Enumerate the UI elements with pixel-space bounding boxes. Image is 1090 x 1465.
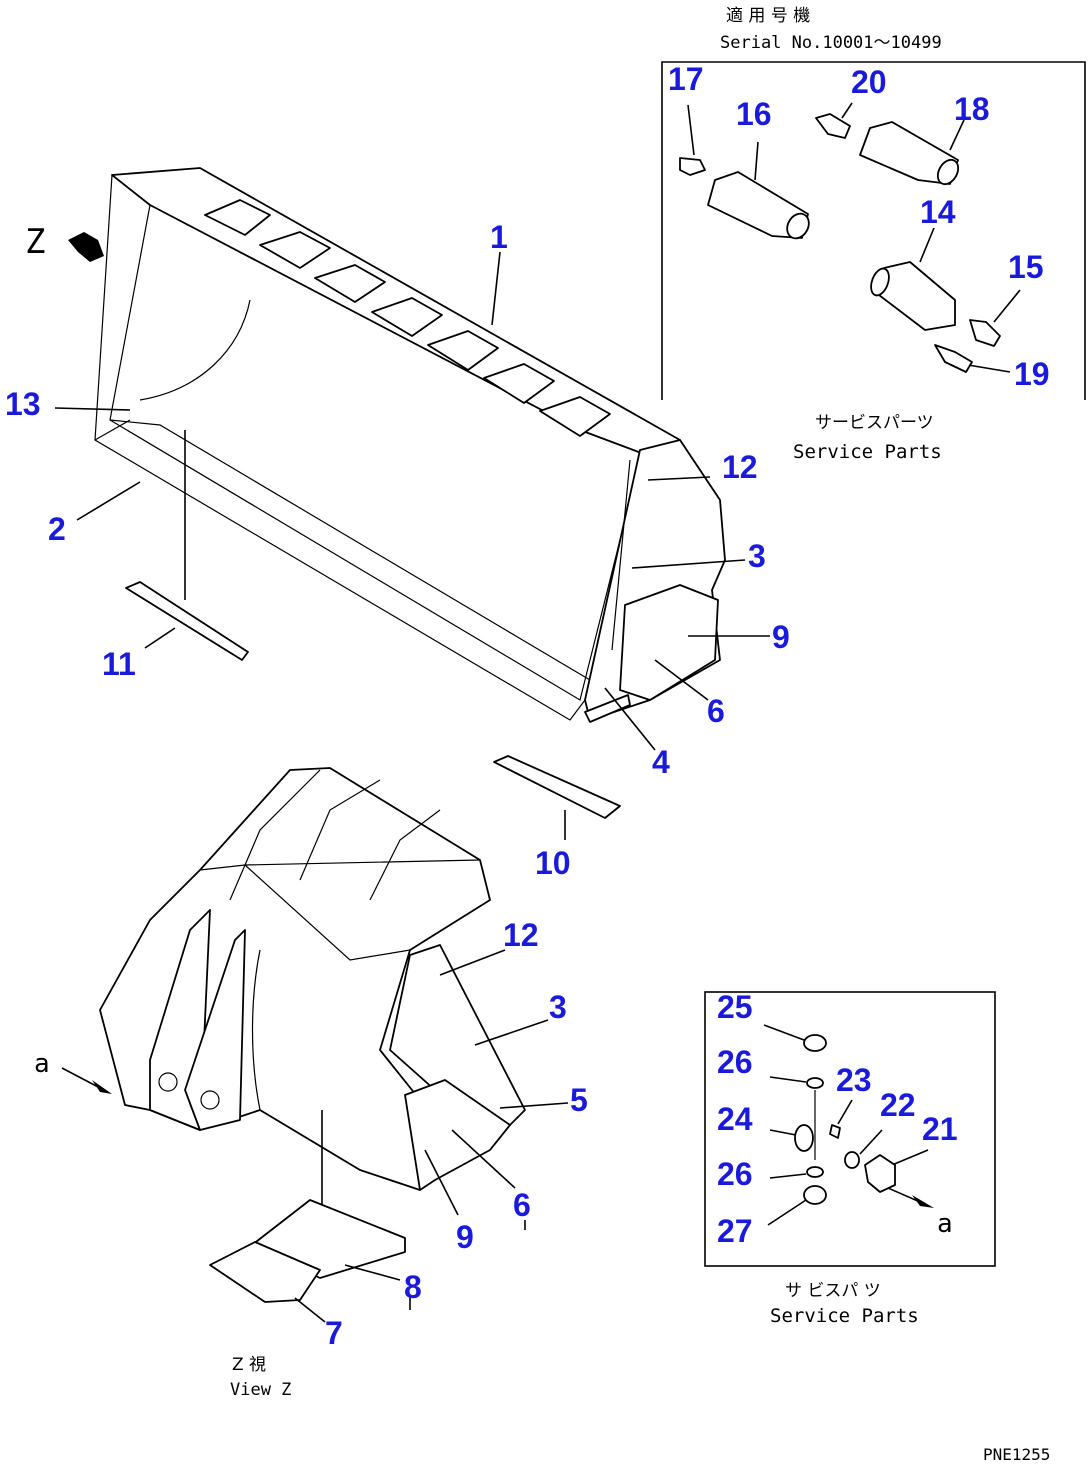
part-25-cap: [763, 1024, 827, 1052]
callout-5: 5: [570, 1082, 588, 1118]
leader-lines: [54, 251, 770, 1323]
view-caption-jp: Z 視: [232, 1355, 266, 1375]
service-parts-frame-top: [661, 61, 1086, 400]
serial-number: Serial No.10001～10499: [720, 33, 942, 53]
part-23-clip: [829, 1099, 853, 1139]
callout-27: 27: [717, 1213, 753, 1249]
callout-26-b: 26: [717, 1156, 753, 1192]
callout-9-top: 9: [772, 619, 790, 655]
callout-7: 7: [325, 1315, 343, 1351]
callout-4: 4: [652, 744, 670, 780]
callout-6-top: 6: [707, 693, 725, 729]
part-26-washer-b: [769, 1166, 824, 1179]
callout-16: 16: [736, 96, 772, 132]
part-7-plate: [209, 1241, 321, 1303]
callout-12-bottom: 12: [503, 917, 539, 953]
callout-18: 18: [954, 91, 990, 127]
part-10-cutting-edge: [493, 755, 621, 819]
callout-15: 15: [1008, 249, 1044, 285]
part-26-washer-a: [769, 1076, 824, 1089]
part-22-washer: [844, 1129, 883, 1169]
tooth-row: [204, 199, 611, 437]
callout-13: 13: [5, 386, 41, 422]
part-20-bolt: [815, 102, 853, 139]
part-14-pin: [870, 227, 956, 331]
callout-9-bottom: 9: [456, 1219, 474, 1255]
callout-8: 8: [404, 1269, 422, 1305]
callout-22: 22: [880, 1087, 916, 1123]
callout-11: 11: [102, 646, 136, 682]
callout-19: 19: [1014, 356, 1050, 392]
view-z-arrow-icon: [68, 232, 104, 262]
arrow-a-right-icon: [912, 1195, 934, 1208]
bucket-lower: [99, 767, 526, 1270]
callout-10: 10: [535, 845, 571, 881]
service-parts-bottom-jp: サ ビスパ ツ: [785, 1281, 881, 1301]
service-parts-frame-bottom: [704, 991, 996, 1267]
drawing-code: PNE1255: [983, 1445, 1050, 1464]
applicable-serial-jp: 適 用 号 機: [726, 6, 810, 26]
arrow-label-a-right: a: [937, 1209, 953, 1239]
callout-12-top: 12: [722, 449, 758, 485]
view-caption-en: View Z: [230, 1380, 291, 1400]
callout-3-bottom: 3: [549, 989, 567, 1025]
view-marker-z: Z: [25, 222, 45, 262]
part-24-ring: [769, 1124, 814, 1152]
callout-23: 23: [836, 1062, 872, 1098]
service-parts-top-en: Service Parts: [793, 441, 942, 463]
callout-26-a: 26: [717, 1044, 753, 1080]
callout-21: 21: [922, 1111, 958, 1147]
callout-1: 1: [490, 219, 508, 255]
service-parts-bottom-en: Service Parts: [770, 1305, 919, 1327]
part-19-bolt: [934, 344, 1011, 373]
callout-25: 25: [717, 989, 753, 1025]
part-16-pin: [707, 141, 810, 240]
callout-20: 20: [851, 64, 887, 100]
arrow-label-a-left: a: [34, 1049, 50, 1079]
arrow-a-left-icon: [92, 1080, 112, 1094]
callout-6-bottom: 6: [513, 1187, 531, 1223]
part-11-cutting-edge: [125, 581, 249, 661]
part-27-cap: [767, 1185, 827, 1226]
part-21-bushing: [864, 1149, 929, 1193]
bucket-upper: [94, 167, 726, 723]
part-15-bolt: [969, 289, 1021, 347]
service-parts-top-jp: サービスパーツ: [815, 413, 934, 433]
callout-24: 24: [717, 1101, 753, 1137]
callout-14: 14: [920, 194, 956, 230]
part-17-bolt: [679, 104, 706, 176]
callout-3-top: 3: [748, 538, 766, 574]
part-18-pin: [859, 119, 965, 186]
callout-2: 2: [48, 511, 66, 547]
callout-17: 17: [668, 61, 704, 97]
